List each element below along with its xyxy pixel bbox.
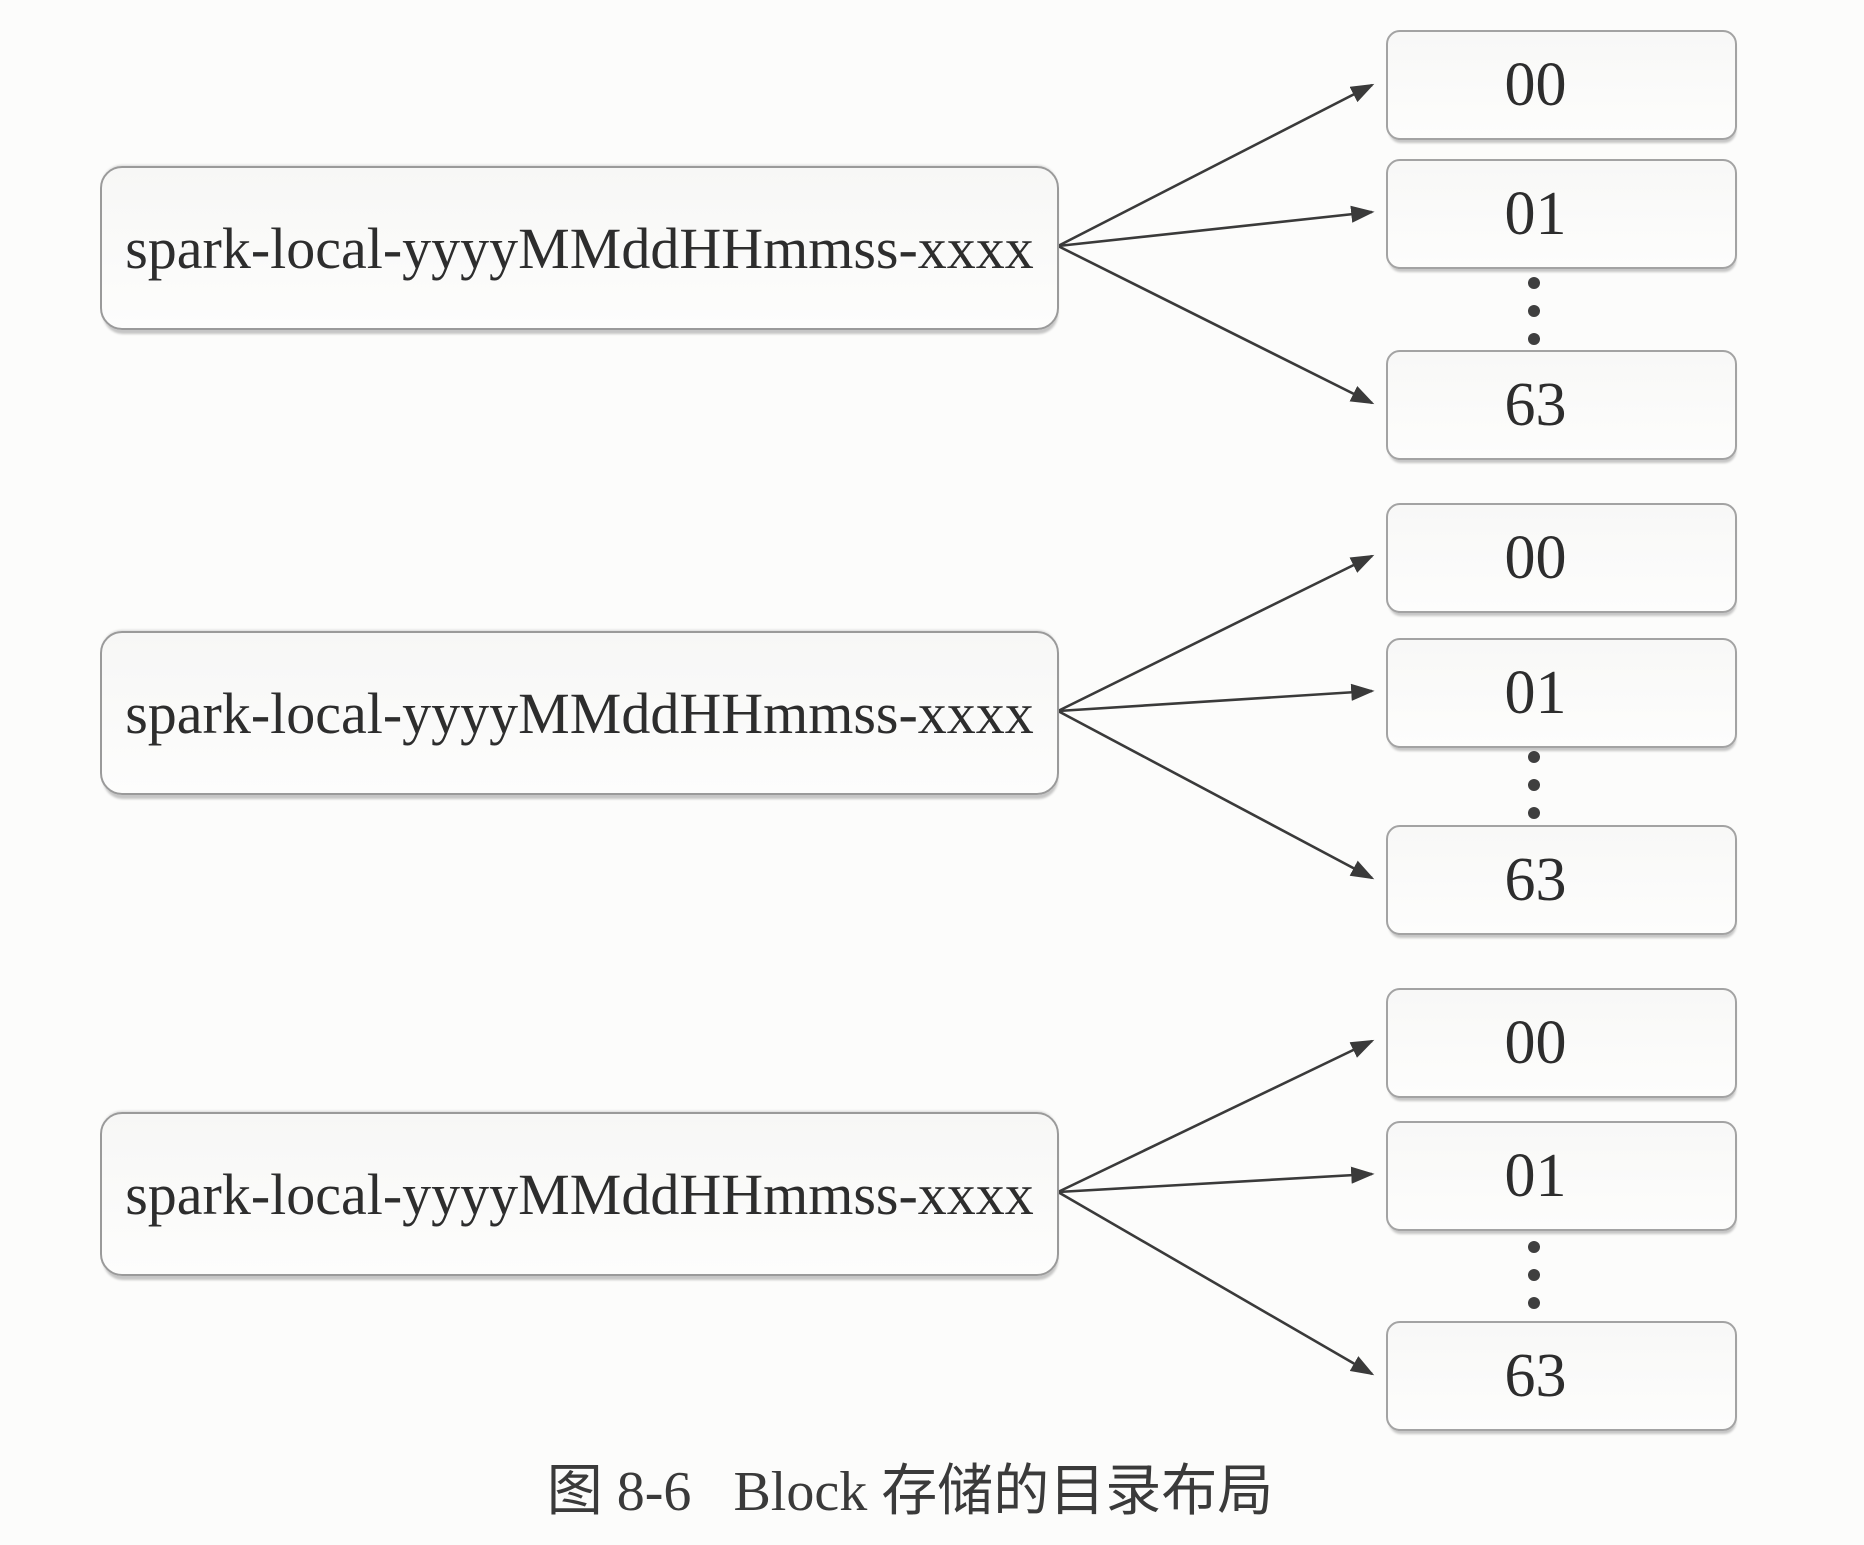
subdir-label-1-63: 63 bbox=[1504, 370, 1567, 439]
subdir-box-2-63: 63 bbox=[1386, 825, 1737, 935]
subdir-label-3-00: 00 bbox=[1504, 1008, 1567, 1077]
subdir-label-2-00: 00 bbox=[1504, 523, 1567, 592]
subdir-label-1-01: 01 bbox=[1504, 179, 1567, 248]
subdir-box-1-01: 01 bbox=[1386, 159, 1737, 269]
source-dir-label-3: spark-local-yyyyMMddHHmmss-xxxx bbox=[125, 1161, 1034, 1227]
vertical-ellipsis-icon-2 bbox=[1528, 751, 1540, 819]
figure-caption: 图 8-6 Block 存储的目录布局 bbox=[0, 1446, 1842, 1527]
subdir-label-1-00: 00 bbox=[1504, 50, 1567, 119]
subdir-box-3-63: 63 bbox=[1386, 1321, 1737, 1431]
subdir-box-2-01: 01 bbox=[1386, 638, 1737, 748]
subdir-box-1-63: 63 bbox=[1386, 350, 1737, 460]
source-dir-box-1: spark-local-yyyyMMddHHmmss-xxxx bbox=[100, 166, 1059, 330]
subdir-label-2-01: 01 bbox=[1504, 658, 1567, 727]
source-dir-label-2: spark-local-yyyyMMddHHmmss-xxxx bbox=[125, 680, 1034, 746]
subdir-box-3-01: 01 bbox=[1386, 1121, 1737, 1231]
vertical-ellipsis-icon-1 bbox=[1528, 277, 1540, 345]
vertical-ellipsis-icon-3 bbox=[1528, 1241, 1540, 1309]
subdir-box-2-00: 00 bbox=[1386, 503, 1737, 613]
subdir-label-2-63: 63 bbox=[1504, 845, 1567, 914]
figure-number: 图 8-6 bbox=[546, 1461, 692, 1523]
source-dir-label-1: spark-local-yyyyMMddHHmmss-xxxx bbox=[125, 215, 1034, 281]
source-dir-box-3: spark-local-yyyyMMddHHmmss-xxxx bbox=[100, 1112, 1059, 1276]
subdir-box-3-00: 00 bbox=[1386, 988, 1737, 1098]
source-dir-box-2: spark-local-yyyyMMddHHmmss-xxxx bbox=[100, 631, 1059, 795]
subdir-label-3-01: 01 bbox=[1504, 1141, 1567, 1210]
subdir-box-1-00: 00 bbox=[1386, 30, 1737, 140]
subdir-label-3-63: 63 bbox=[1504, 1341, 1567, 1410]
figure-title: Block 存储的目录布局 bbox=[733, 1461, 1274, 1523]
